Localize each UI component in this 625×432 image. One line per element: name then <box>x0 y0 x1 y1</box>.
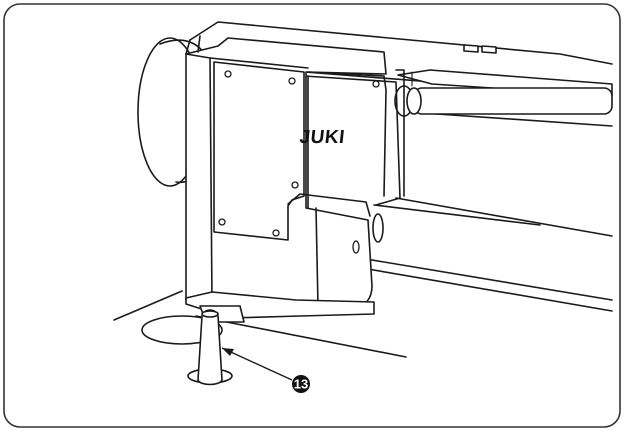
callout-leader <box>221 347 293 381</box>
callout-number: 13 <box>294 377 308 392</box>
callout-badge: 13 <box>292 375 310 393</box>
juki-logo: JUKI <box>298 127 345 148</box>
figure-frame <box>3 3 621 428</box>
machine-head <box>185 35 387 323</box>
thread-cone-part <box>187 309 233 386</box>
machine-arm <box>189 21 613 237</box>
